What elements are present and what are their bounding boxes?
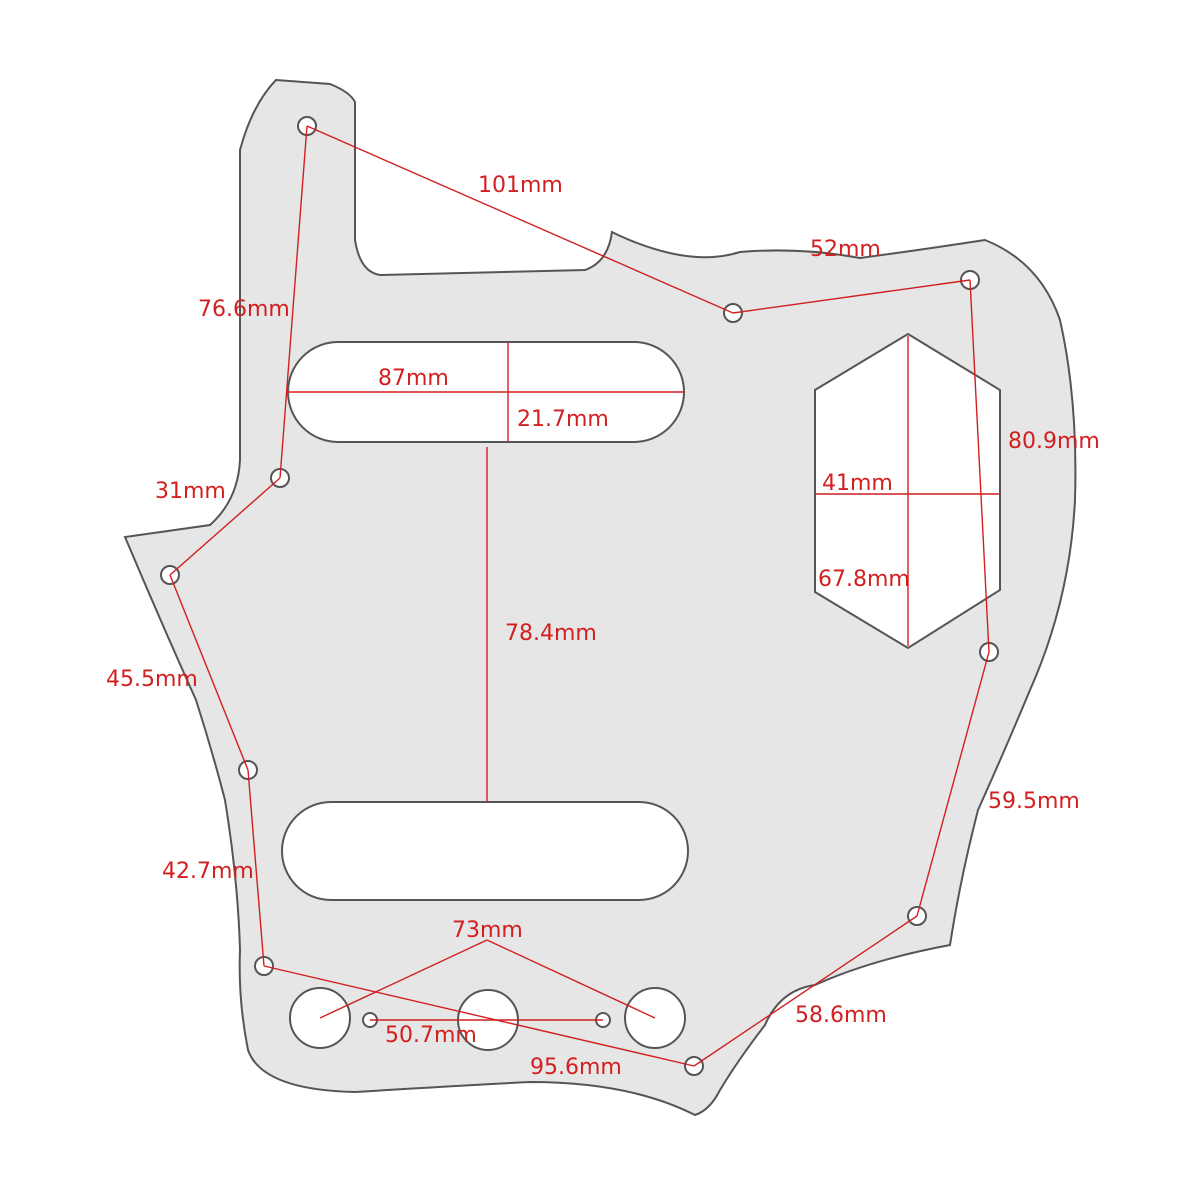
label-21-7: 21.7mm xyxy=(517,407,609,432)
dim-line-76-6 xyxy=(279,125,308,479)
dim-line-58-6 xyxy=(693,915,918,1067)
label-31: 31mm xyxy=(155,479,226,504)
dim-line-31 xyxy=(169,477,281,576)
label-67-8: 67.8mm xyxy=(818,567,910,592)
dim-line-42-7 xyxy=(247,769,265,967)
label-41: 41mm xyxy=(822,471,893,496)
dim-line-52 xyxy=(732,279,971,314)
label-78-4: 78.4mm xyxy=(505,621,597,646)
label-52: 52mm xyxy=(810,237,881,262)
dim-line-73-left xyxy=(319,939,488,1019)
dim-line-45-5 xyxy=(169,574,249,771)
label-58-6: 58.6mm xyxy=(795,1003,887,1028)
dimension-labels: 101mm 52mm 76.6mm 87mm 21.7mm 80.9mm 31m… xyxy=(106,173,1100,1080)
dim-line-59-5 xyxy=(916,651,990,917)
label-59-5: 59.5mm xyxy=(988,789,1080,814)
dim-line-73-right xyxy=(486,939,656,1019)
dim-line-101 xyxy=(306,125,734,314)
label-73: 73mm xyxy=(452,918,523,943)
label-80-9: 80.9mm xyxy=(1008,429,1100,454)
dimension-lines xyxy=(169,125,1000,1067)
dim-line-95-6 xyxy=(263,965,695,1067)
label-101: 101mm xyxy=(478,173,563,198)
label-50-7: 50.7mm xyxy=(385,1023,477,1048)
dim-line-80-9 xyxy=(969,279,990,653)
label-45-5: 45.5mm xyxy=(106,667,198,692)
label-76-6: 76.6mm xyxy=(198,297,290,322)
bridge-pickup-cutout xyxy=(281,801,689,901)
label-42-7: 42.7mm xyxy=(162,859,254,884)
label-87: 87mm xyxy=(378,366,449,391)
label-95-6: 95.6mm xyxy=(530,1055,622,1080)
